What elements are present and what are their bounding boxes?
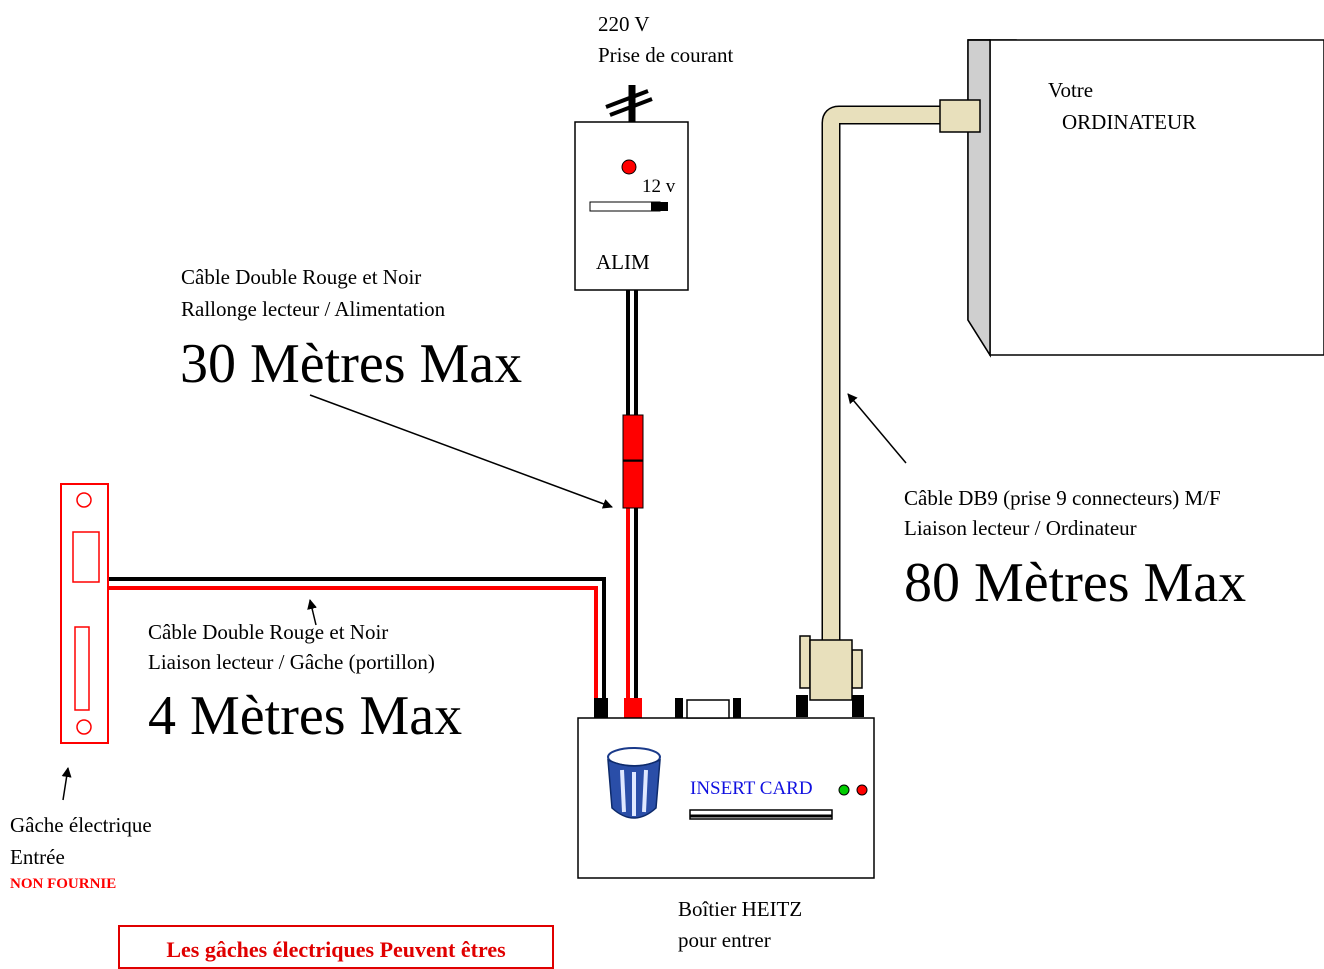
psu-name-label: ALIM xyxy=(596,250,650,274)
green-led xyxy=(838,784,850,796)
electric-strike xyxy=(60,483,109,744)
cable-db9-length: 80 Mètres Max xyxy=(904,552,1247,614)
arrow-4m xyxy=(307,599,317,626)
db9-cable xyxy=(821,99,981,640)
callout-arrows xyxy=(61,393,907,801)
strike-label-line2: Entrée xyxy=(10,845,65,869)
cable-power-line1: Câble Double Rouge et Noir xyxy=(181,265,422,289)
cable-strike-line1: Câble Double Rouge et Noir xyxy=(148,620,389,644)
insert-card-label: INSERT CARD xyxy=(690,778,813,799)
psu-switch xyxy=(589,201,661,212)
psu-voltage-label: 12 v xyxy=(642,176,676,197)
heitz-reader-box xyxy=(577,698,875,879)
strike-screw-bottom xyxy=(76,719,92,735)
db9-connector xyxy=(796,635,864,717)
psu-led xyxy=(621,159,637,175)
computer-box xyxy=(967,39,1324,358)
arrow-30m xyxy=(309,394,613,509)
arrow-80m xyxy=(847,393,907,464)
reader-caption-line2: pour entrer xyxy=(678,928,771,952)
power-voltage-label: 220 V xyxy=(598,12,650,36)
cable-strike-length: 4 Mètres Max xyxy=(148,685,463,747)
arrow-strike xyxy=(61,767,72,801)
cable-power-length: 30 Mètres Max xyxy=(180,333,523,395)
power-outlet-label: Prise de courant xyxy=(598,43,734,67)
warning-text: Les gâches électriques Peuvent êtres xyxy=(166,937,506,962)
strike-cable xyxy=(108,577,608,718)
strike-not-supplied: NON FOURNIE xyxy=(10,876,117,892)
power-supply-cable xyxy=(605,85,653,718)
shield-logo-icon xyxy=(607,747,661,819)
cable-power-line2: Rallonge lecteur / Alimentation xyxy=(181,297,446,321)
cable-db9-line1: Câble DB9 (prise 9 connecteurs) M/F xyxy=(904,486,1221,510)
computer-label-line2: ORDINATEUR xyxy=(1062,110,1197,134)
computer-label-line1: Votre xyxy=(1048,78,1094,102)
strike-screw-top xyxy=(76,492,92,508)
reader-caption-line1: Boîtier HEITZ xyxy=(678,897,803,921)
computer-port-plug xyxy=(939,99,981,133)
strike-label-line1: Gâche électrique xyxy=(10,813,152,837)
warning-box: Les gâches électriques Peuvent êtres xyxy=(118,925,554,969)
power-supply-box xyxy=(574,121,689,291)
cable-strike-line2: Liaison lecteur / Gâche (portillon) xyxy=(148,650,435,674)
red-led xyxy=(856,784,868,796)
cable-db9-line2: Liaison lecteur / Ordinateur xyxy=(904,516,1137,540)
